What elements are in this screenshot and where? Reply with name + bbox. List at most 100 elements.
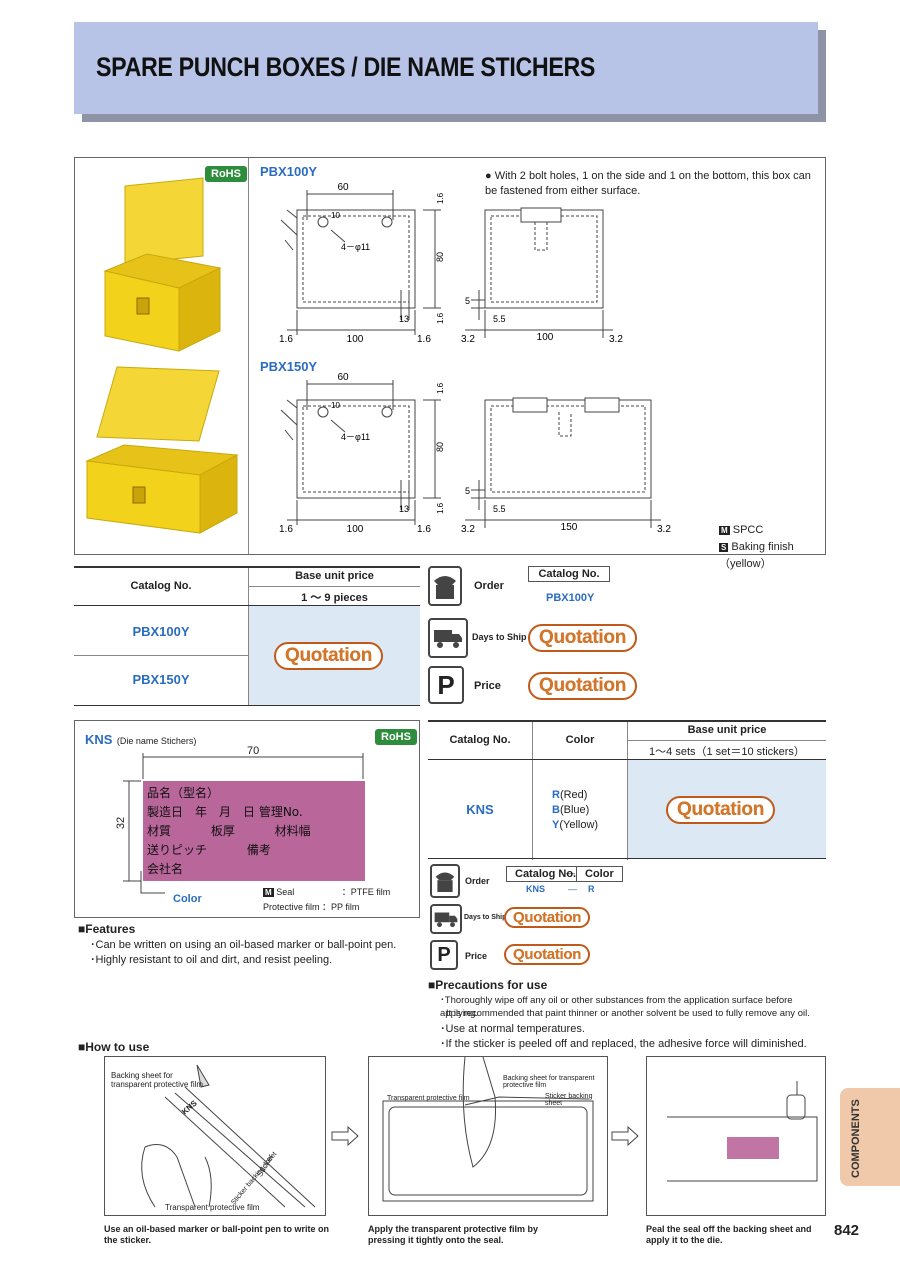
kns-col-catalog: Catalog No. <box>449 734 511 746</box>
sticker: 品名（型名） 製造日 年 月 日 管理No. 材質 板厚 材料幅 送りピッチ 備… <box>143 781 365 881</box>
features-title: ■Features <box>78 922 136 936</box>
dim-right: 1.6 <box>417 334 431 345</box>
section-label: COMPONENTS <box>850 1099 862 1178</box>
components-tab <box>840 1088 900 1186</box>
kns-panel: KNS (Die name Stichers) RoHS 70 32 品名（型名… <box>74 720 420 918</box>
svg-text:80: 80 <box>435 442 445 452</box>
precaution-item: ･Thoroughly wipe off any oil or other su… <box>440 995 793 1019</box>
panel-divider <box>248 158 249 554</box>
svg-text:1.6: 1.6 <box>436 502 445 514</box>
box-price-value: Quotation <box>528 672 638 700</box>
dim-height: 80 <box>435 252 445 262</box>
kns-price-label: Price <box>465 951 488 961</box>
dim-side-step: 5.5 <box>493 314 506 324</box>
pbx150-drawing: 60 10 4－φ11 80 1.6 1.6 13 1.6 100 1.6 5 … <box>279 372 671 535</box>
sticker-line: 材質 板厚 材料幅 <box>147 824 311 838</box>
kns-order-color-header: Color <box>576 866 623 882</box>
svg-text:3.2: 3.2 <box>461 524 475 535</box>
svg-text:1.6: 1.6 <box>417 524 431 535</box>
dim-hole: 4－φ11 <box>341 242 370 252</box>
box-price-table: Catalog No. Base unit price 1 ～ 9 pieces… <box>74 566 420 706</box>
precaution-item: It is recommended that paint thinner or … <box>446 1008 810 1019</box>
step2-illustration <box>382 1056 594 1202</box>
kns-price-icon: P <box>430 940 458 970</box>
feature-item: ･Highly resistant to oil and dirt, and r… <box>90 954 333 966</box>
pbx100-label: PBX100Y <box>260 164 318 179</box>
kns-ship-value: Quotation <box>504 907 591 928</box>
color-callout: Color <box>173 893 202 905</box>
kns-order-label: Order <box>465 876 490 886</box>
rohs-badge: RoHS <box>205 166 247 182</box>
howto-step3 <box>646 1056 826 1216</box>
s-badge: S <box>719 543 729 552</box>
feature-item: ･Can be written on using an oil-based ma… <box>90 939 397 951</box>
dim-top-margin: 1.6 <box>436 192 445 204</box>
color-callout-line <box>140 871 165 894</box>
kns-quote: Quotation <box>666 796 776 824</box>
dim-side-height: 5 <box>465 296 470 306</box>
svg-text:10: 10 <box>331 401 340 410</box>
step1-caption: Use an oil-based marker or ball-point pe… <box>104 1224 330 1245</box>
dim-side-left: 3.2 <box>461 334 475 345</box>
page-number: 842 <box>834 1222 860 1239</box>
box-price-label: Price <box>474 680 501 692</box>
svg-text:4－φ11: 4－φ11 <box>341 432 370 442</box>
m-badge: M <box>719 526 730 535</box>
svg-text:150: 150 <box>561 522 578 533</box>
svg-text:5: 5 <box>465 486 470 496</box>
page-title: SPARE PUNCH BOXES / DIE NAME STICHERS <box>96 52 596 82</box>
box-order-catalog-value: PBX100Y <box>546 592 595 604</box>
box-ship-value: Quotation <box>528 624 638 652</box>
kns-rohs-badge: RoHS <box>375 729 417 745</box>
phone-icon <box>428 566 462 606</box>
svg-text:60: 60 <box>337 372 349 383</box>
step1-illustration <box>141 1064 316 1208</box>
sticker-material: M Seal ：PTFE film Protective film ：PP fi… <box>263 887 391 912</box>
svg-text:13: 13 <box>399 504 409 514</box>
kns-ship-label: Days to Ship <box>464 914 507 921</box>
sticker-line: 製造日 年 月 日 管理No. <box>147 805 303 819</box>
col-range: 1 ～ 9 pieces <box>301 592 368 604</box>
kns-col-color: Color <box>565 734 595 746</box>
kns-col-price: Base unit price <box>687 724 767 736</box>
box-order-label: Order <box>474 580 504 592</box>
kns-price-value: Quotation <box>504 944 591 965</box>
box-order-catalog-header: Catalog No. <box>528 566 610 582</box>
step3-caption: Peal the seal off the backing sheet and … <box>646 1224 812 1245</box>
kns-phone-icon <box>430 864 460 898</box>
kns-order-catalog-value: KNS <box>526 884 546 894</box>
kns-truck-icon <box>430 904 462 934</box>
price-icon: P <box>428 666 464 704</box>
dim-inner: 13 <box>399 314 409 324</box>
sticker-line: 品名（型名） <box>147 786 220 800</box>
box-ship-label: Days to Ship <box>472 632 527 642</box>
howto-title: ■How to use <box>78 1040 150 1054</box>
sticker-line: 会社名 <box>147 862 184 876</box>
pbx100-photo <box>103 177 222 352</box>
kns-height: 32 <box>115 816 128 830</box>
howto-step2: Backing sheet for transparent protective… <box>368 1056 608 1216</box>
bullet-icon: ● <box>485 170 492 182</box>
kns-colors: R(Red) B(Blue) Y(Yellow) <box>552 789 599 831</box>
dim-left: 1.6 <box>279 334 293 345</box>
row-pbx150: PBX150Y <box>132 672 190 687</box>
truck-icon <box>428 618 468 658</box>
pbx100-drawing: 60 10 4－φ11 80 1.6 1.6 13 1.6 100 1.6 5 … <box>279 182 623 345</box>
pbx150-label: PBX150Y <box>260 359 318 374</box>
precaution-item: ･Use at normal temperatures. <box>440 1023 585 1035</box>
sticker-dimension-lines <box>123 753 364 882</box>
kns-price-table: Catalog No. Color Base unit price 1～4 se… <box>428 720 826 860</box>
dim-width: 100 <box>347 334 364 345</box>
arrow-right-icon <box>611 1126 639 1146</box>
col-price: Base unit price <box>295 570 374 582</box>
dim-bottom-margin: 1.6 <box>436 312 445 324</box>
box-note: ● With 2 bolt holes, 1 on the side and 1… <box>485 170 811 197</box>
dim-top: 60 <box>337 182 349 193</box>
col-catalog: Catalog No. <box>130 580 192 592</box>
kns-label: KNS <box>85 732 113 747</box>
material-spec: M SPCC S Baking finish（yellow） <box>719 524 794 570</box>
svg-text:5.5: 5.5 <box>493 504 506 514</box>
arrow-right-icon <box>331 1126 359 1146</box>
dim-hole-offset: 10 <box>331 211 340 220</box>
svg-text:1.6: 1.6 <box>436 382 445 394</box>
